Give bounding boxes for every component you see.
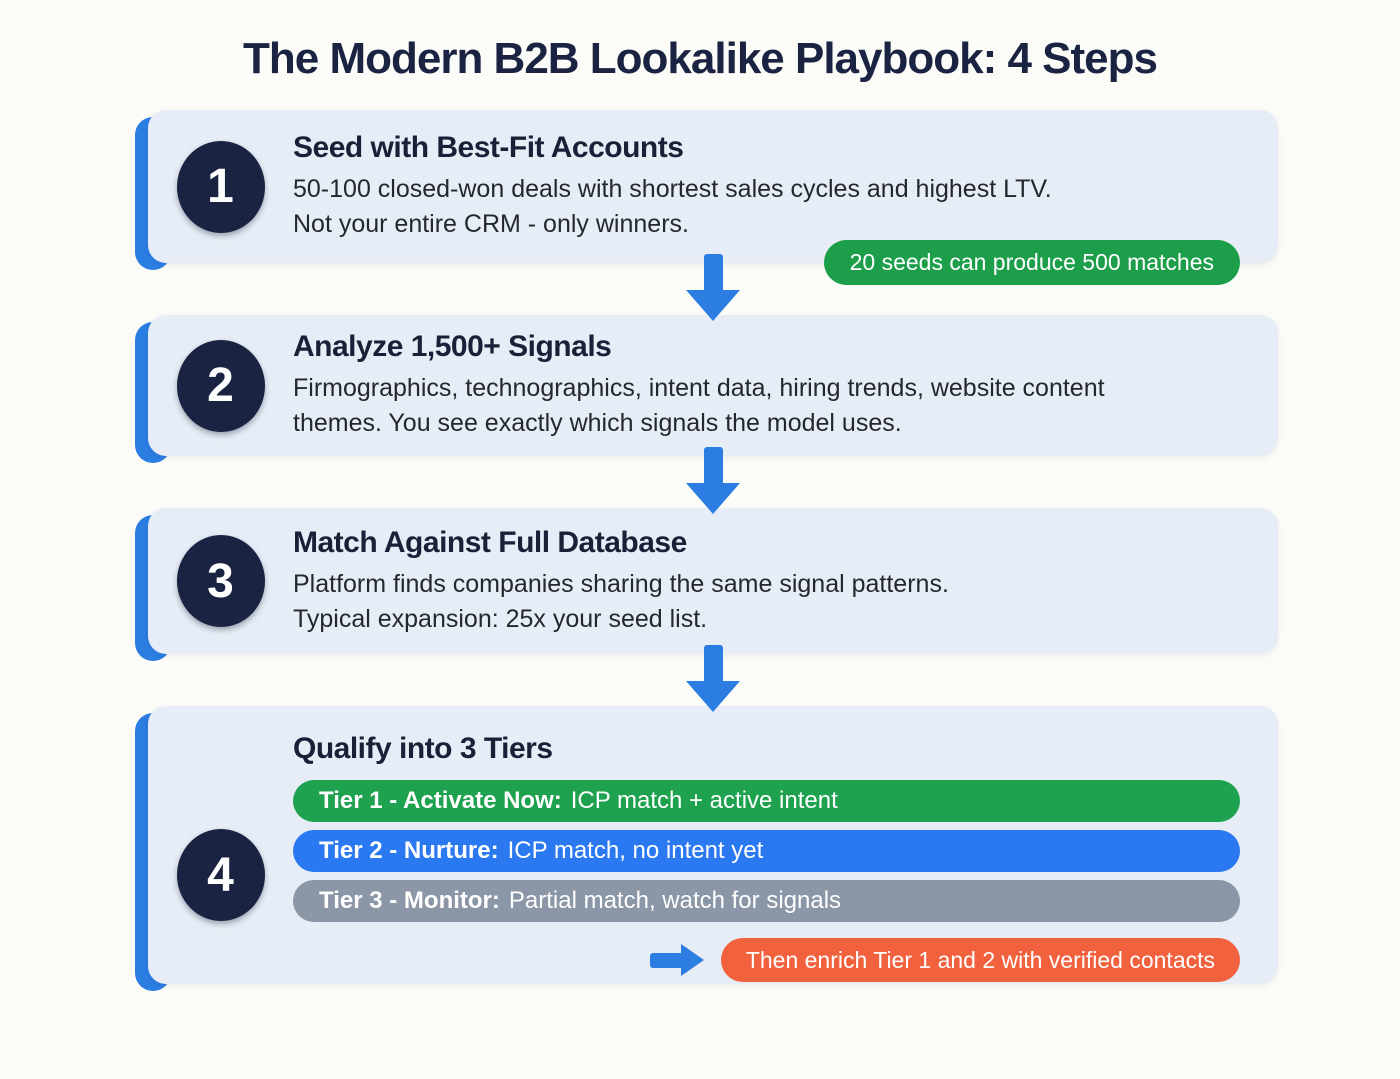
tier-1-text: ICP match + active intent bbox=[570, 787, 838, 814]
enrich-note-row: Then enrich Tier 1 and 2 with verified c… bbox=[293, 938, 1240, 982]
steps-column: 1 Seed with Best-Fit Accounts 50-100 clo… bbox=[135, 110, 1278, 991]
step-1-number-column: 1 bbox=[148, 110, 293, 263]
step-card-2: 2 Analyze 1,500+ Signals Firmographics, … bbox=[135, 315, 1278, 463]
gap-1 bbox=[148, 254, 1278, 321]
step-card-3: 3 Match Against Full Database Platform f… bbox=[135, 508, 1278, 661]
step-3-heading: Match Against Full Database bbox=[293, 525, 687, 559]
enrich-note-pill: Then enrich Tier 1 and 2 with verified c… bbox=[720, 938, 1240, 982]
step-1-body-line-1: 50-100 closed-won deals with shortest sa… bbox=[293, 175, 1052, 203]
step-3-body-line-2: Typical expansion: 25x your seed list. bbox=[293, 604, 708, 633]
step-1-content: Seed with Best-Fit Accounts 50-100 close… bbox=[293, 131, 1278, 242]
step-2-body: Firmographics, technographics, intent da… bbox=[293, 371, 1240, 441]
step-2-content: Analyze 1,500+ Signals Firmographics, te… bbox=[293, 330, 1278, 441]
step-4-heading: Qualify into 3 Tiers bbox=[293, 732, 553, 765]
step-3-content: Match Against Full Database Platform fin… bbox=[293, 526, 1278, 637]
seed-match-badge: 20 seeds can produce 500 matches bbox=[823, 240, 1240, 285]
tier-1-pill: Tier 1 - Activate Now: ICP match + activ… bbox=[293, 780, 1240, 822]
tier-3-text: Partial match, watch for signals bbox=[508, 887, 842, 914]
step-1-number-badge: 1 bbox=[176, 140, 265, 233]
step-2-number-column: 2 bbox=[148, 315, 293, 456]
tier-1-label: Tier 1 - Activate Now: bbox=[319, 787, 562, 814]
step-2-body-line-1: Firmographics, technographics, intent da… bbox=[293, 374, 1105, 402]
tier-3-pill: Tier 3 - Monitor: Partial match, watch f… bbox=[293, 880, 1240, 922]
step-card-4: 4 Qualify into 3 Tiers Tier 1 - Activate… bbox=[135, 706, 1278, 991]
down-arrow-icon bbox=[686, 645, 740, 712]
step-1-body: 50-100 closed-won deals with shortest sa… bbox=[293, 172, 1240, 242]
step-3-number-badge: 3 bbox=[176, 535, 265, 627]
step-card-1: 1 Seed with Best-Fit Accounts 50-100 clo… bbox=[135, 110, 1278, 285]
step-2-body-line-2: themes. You see exactly which signals th… bbox=[293, 409, 902, 437]
down-arrow-icon bbox=[686, 254, 740, 321]
step-1-body-line-2: Not your entire CRM - only winners. bbox=[293, 210, 689, 238]
page-title: The Modern B2B Lookalike Playbook: 4 Ste… bbox=[243, 34, 1158, 83]
step-3-number-column: 3 bbox=[148, 508, 293, 654]
step-2-heading: Analyze 1,500+ Signals bbox=[293, 330, 612, 363]
gap-2 bbox=[148, 447, 1278, 514]
step-4-number-column: 4 bbox=[148, 706, 293, 984]
step-1-heading: Seed with Best-Fit Accounts bbox=[293, 131, 684, 164]
step-2-number-badge: 2 bbox=[176, 339, 265, 432]
right-arrow-icon bbox=[649, 944, 704, 976]
tier-3-label: Tier 3 - Monitor: bbox=[319, 887, 500, 914]
step-4-content: Qualify into 3 Tiers Tier 1 - Activate N… bbox=[293, 706, 1278, 982]
tier-list: Tier 1 - Activate Now: ICP match + activ… bbox=[293, 780, 1240, 922]
step-4-number-badge: 4 bbox=[176, 829, 265, 921]
gap-3 bbox=[148, 645, 1278, 712]
tier-2-pill: Tier 2 - Nurture: ICP match, no intent y… bbox=[293, 830, 1240, 872]
step-3-body: Platform finds companies sharing the sam… bbox=[293, 567, 1240, 637]
tier-2-text: ICP match, no intent yet bbox=[507, 837, 764, 864]
down-arrow-icon bbox=[686, 447, 740, 514]
tier-2-label: Tier 2 - Nurture: bbox=[319, 837, 499, 864]
step-3-body-line-1: Platform finds companies sharing the sam… bbox=[293, 569, 949, 598]
